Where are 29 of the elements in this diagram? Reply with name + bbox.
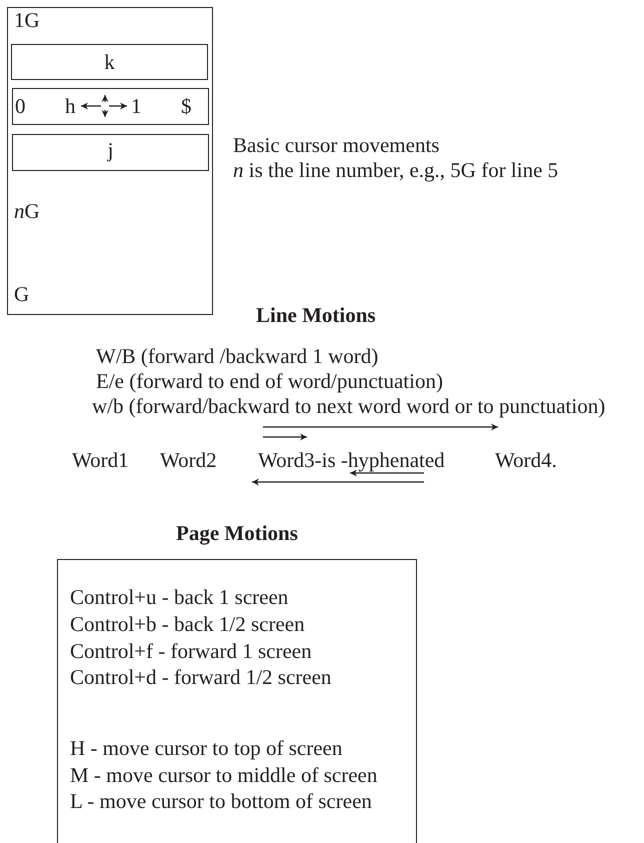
motion-label: nG — [14, 201, 40, 222]
caption-text: Basic cursor movements — [233, 135, 440, 156]
key-label: 0 — [15, 96, 26, 117]
command-text: H - move cursor to top of screen — [70, 738, 342, 759]
command-text: W/B (forward /backward 1 word) — [96, 346, 378, 367]
command-box — [57, 559, 417, 843]
key-label: $ — [181, 96, 192, 117]
example-word: Word4. — [495, 450, 557, 471]
command-text: Control+b - back 1/2 screen — [70, 614, 305, 635]
motion-label: 1G — [14, 10, 40, 31]
key-label: 1 — [131, 96, 142, 117]
command-text: Control+d - forward 1/2 screen — [70, 667, 332, 688]
screen-frame — [7, 7, 213, 315]
command-text: Control+u - back 1 screen — [70, 587, 288, 608]
command-text: E/e (forward to end of word/punctuation) — [96, 371, 443, 392]
key-label: j — [106, 140, 114, 161]
section-heading: Page Motions — [176, 523, 298, 544]
command-text: L - move cursor to bottom of screen — [70, 791, 372, 812]
key-label: k — [103, 52, 116, 73]
motion-label: G — [14, 284, 30, 305]
command-text: w/b (forward/backward to next word word or to punctuation) — [92, 396, 606, 417]
command-text: M - move cursor to middle of screen — [70, 765, 378, 786]
example-word: Word2 — [160, 450, 217, 471]
command-text: Control+f - forward 1 screen — [70, 641, 312, 662]
section-heading: Line Motions — [256, 305, 376, 326]
key-label: h — [65, 96, 76, 117]
caption-text: n is the line number, e.g., 5G for line 5 — [233, 160, 558, 181]
example-word: Word3-is -hyphenated — [258, 450, 445, 471]
example-word: Word1 — [72, 450, 129, 471]
